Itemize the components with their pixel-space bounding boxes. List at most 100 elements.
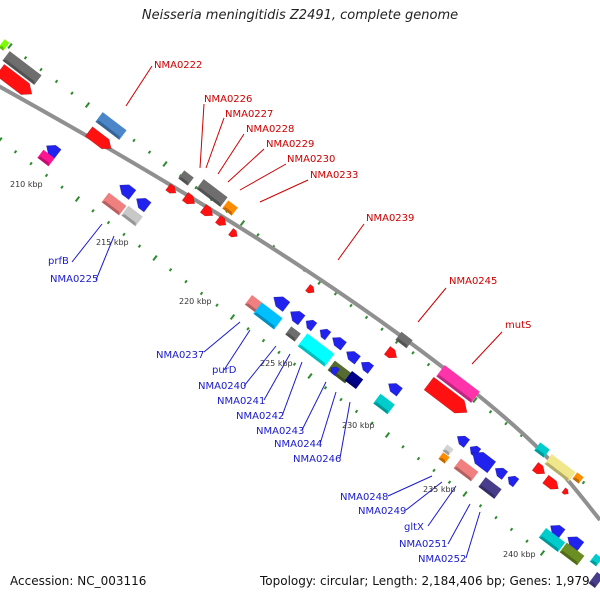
gene-box-orange-3: [438, 452, 450, 464]
callout-line: [217, 133, 245, 175]
gene-label-nma0241[interactable]: NMA0241: [217, 396, 265, 407]
gene-arrow-red-10: [423, 376, 468, 414]
gene-label-nma0233[interactable]: NMA0233: [310, 170, 358, 181]
gene-label-gltx[interactable]: gltX: [404, 522, 424, 533]
tick-mark: [137, 244, 142, 248]
gene-box-cyan-1: [534, 442, 550, 458]
tick-mark: [194, 185, 198, 190]
tick-mark: [509, 527, 514, 532]
tick-mark: [478, 504, 483, 508]
tick-marks: [0, 43, 586, 556]
tick-mark: [384, 432, 391, 438]
gene-label-nma0242[interactable]: NMA0242: [236, 411, 284, 422]
tick-mark: [184, 279, 188, 284]
gene-label-purd[interactable]: purD: [212, 365, 237, 376]
gene-label-nma0244[interactable]: NMA0244: [274, 439, 322, 450]
gene-arrow-red-2: [84, 126, 112, 150]
tick-mark: [354, 409, 359, 414]
tick-mark: [349, 303, 353, 308]
gene-arrow-red-13: [561, 487, 569, 495]
tick-mark: [199, 291, 204, 296]
kbp-label-235: 235 kbp: [423, 485, 456, 494]
tick-mark: [277, 350, 281, 355]
gene-label-nma0249[interactable]: NMA0249: [358, 506, 406, 517]
tick-mark: [323, 386, 328, 390]
gene-arrow-blue-5: [290, 310, 306, 326]
gene-label-nma0246[interactable]: NMA0246: [293, 454, 341, 465]
tick-mark: [488, 410, 493, 414]
gene-label-nma0225[interactable]: NMA0225: [50, 274, 98, 285]
tick-mark: [339, 397, 343, 402]
tick-mark: [447, 480, 452, 484]
callout-line: [319, 391, 337, 445]
gene-label-nma0248[interactable]: NMA0248: [340, 492, 388, 503]
tick-mark: [132, 138, 136, 143]
gene-box-gray-3: [196, 179, 228, 207]
gene-box-slate-2: [588, 572, 600, 588]
gene-box-blue-1: [95, 112, 127, 140]
gene-arrow-blue-4: [273, 296, 291, 313]
tick-mark: [307, 373, 313, 379]
callout-line: [405, 481, 443, 511]
tick-mark: [364, 315, 369, 320]
gene-arrow-blue-15: [472, 451, 497, 474]
tick-mark: [0, 137, 3, 143]
callout-line: [337, 223, 365, 261]
kbp-label-215: 215 kbp: [96, 238, 129, 247]
gene-label-nma0237[interactable]: NMA0237: [156, 350, 204, 361]
gene-label-nma0245[interactable]: NMA0245: [449, 276, 497, 287]
gene-box-gray-1: [2, 51, 42, 85]
gene-box-orange-2: [572, 472, 584, 484]
callout-line: [239, 163, 287, 191]
gene-arrow-red-12: [542, 474, 559, 490]
accession-text: Accession: NC_003116: [10, 574, 147, 588]
gene-box-gray-4: [395, 331, 413, 349]
tick-mark: [13, 150, 18, 154]
tick-mark: [539, 550, 546, 556]
gene-arrow-red-7: [227, 227, 238, 238]
tick-mark: [29, 161, 33, 166]
gene-arrow-blue-3: [136, 197, 152, 213]
callout-line: [427, 485, 457, 527]
gene-label-nma0239[interactable]: NMA0239: [366, 213, 414, 224]
gene-label-nma0252[interactable]: NMA0252: [418, 554, 466, 565]
callout-line: [205, 117, 225, 169]
tick-mark: [229, 314, 236, 320]
callout-line: [281, 361, 303, 417]
tick-mark: [472, 397, 478, 403]
kbp-label-225: 225 kbp: [260, 359, 293, 368]
gene-label-nma0230[interactable]: NMA0230: [287, 154, 335, 165]
callout-line: [465, 511, 481, 559]
kbp-label-230: 230 kbp: [342, 421, 375, 430]
callout-line: [223, 329, 251, 371]
gene-label-nma0227[interactable]: NMA0227: [225, 109, 273, 120]
gene-label-prfb[interactable]: prfB: [48, 256, 69, 267]
callout-line: [243, 345, 277, 387]
gene-label-nma0226[interactable]: NMA0226: [204, 94, 252, 105]
gene-label-nma0243[interactable]: NMA0243: [256, 426, 304, 437]
gene-box-orange-1: [222, 200, 238, 216]
callout-line: [387, 475, 433, 497]
kbp-label-220: 220 kbp: [179, 297, 212, 306]
gene-label-muts[interactable]: mutS: [505, 320, 531, 331]
gene-box-khaki-1: [544, 454, 576, 482]
gene-label-nma0222[interactable]: NMA0222: [154, 60, 202, 71]
gene-box-salmon-3: [453, 458, 479, 482]
tick-mark: [416, 456, 421, 461]
gene-arrow-blue-11: [330, 366, 341, 377]
tick-mark: [60, 185, 64, 189]
kbp-label-210: 210 kbp: [10, 180, 43, 189]
gene-label-nma0251[interactable]: NMA0251: [399, 539, 447, 550]
tick-mark: [525, 539, 529, 543]
tick-mark: [74, 196, 81, 202]
gene-box-magenta-1: [436, 365, 480, 403]
gene-box-cyan-5: [589, 553, 600, 567]
gene-arrow-blue-19: [567, 536, 585, 553]
gene-label-nma0240[interactable]: NMA0240: [198, 381, 246, 392]
gene-arrow-red-8: [304, 283, 315, 294]
callout-line: [447, 503, 471, 545]
gene-label-nma0228[interactable]: NMA0228: [246, 124, 294, 135]
tick-mark: [106, 220, 111, 225]
callout-line: [471, 331, 503, 365]
gene-label-nma0229[interactable]: NMA0229: [266, 139, 314, 150]
